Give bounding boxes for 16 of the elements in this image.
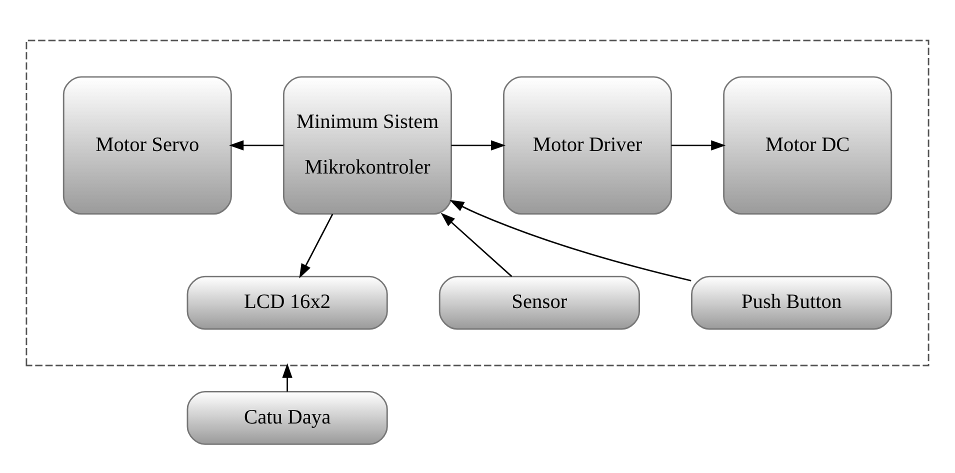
arrow xyxy=(299,214,334,278)
node-box: Sensor xyxy=(438,276,640,330)
arrow xyxy=(450,200,692,282)
arrow xyxy=(440,212,512,277)
node-box: Minimum Sistem Mikrokontroler xyxy=(282,76,452,215)
node-box: Motor DC xyxy=(723,76,892,215)
node-box: Push Button xyxy=(691,276,892,330)
arrow xyxy=(282,363,292,392)
cluster xyxy=(26,40,930,366)
arrow xyxy=(671,140,726,151)
node-box: Catu Daya xyxy=(186,390,388,445)
node-box: LCD 16x2 xyxy=(186,276,388,330)
node-box: Motor Driver xyxy=(503,76,672,215)
arrow xyxy=(229,140,284,151)
node-box: Motor Servo xyxy=(62,76,232,215)
arrow xyxy=(451,140,506,151)
